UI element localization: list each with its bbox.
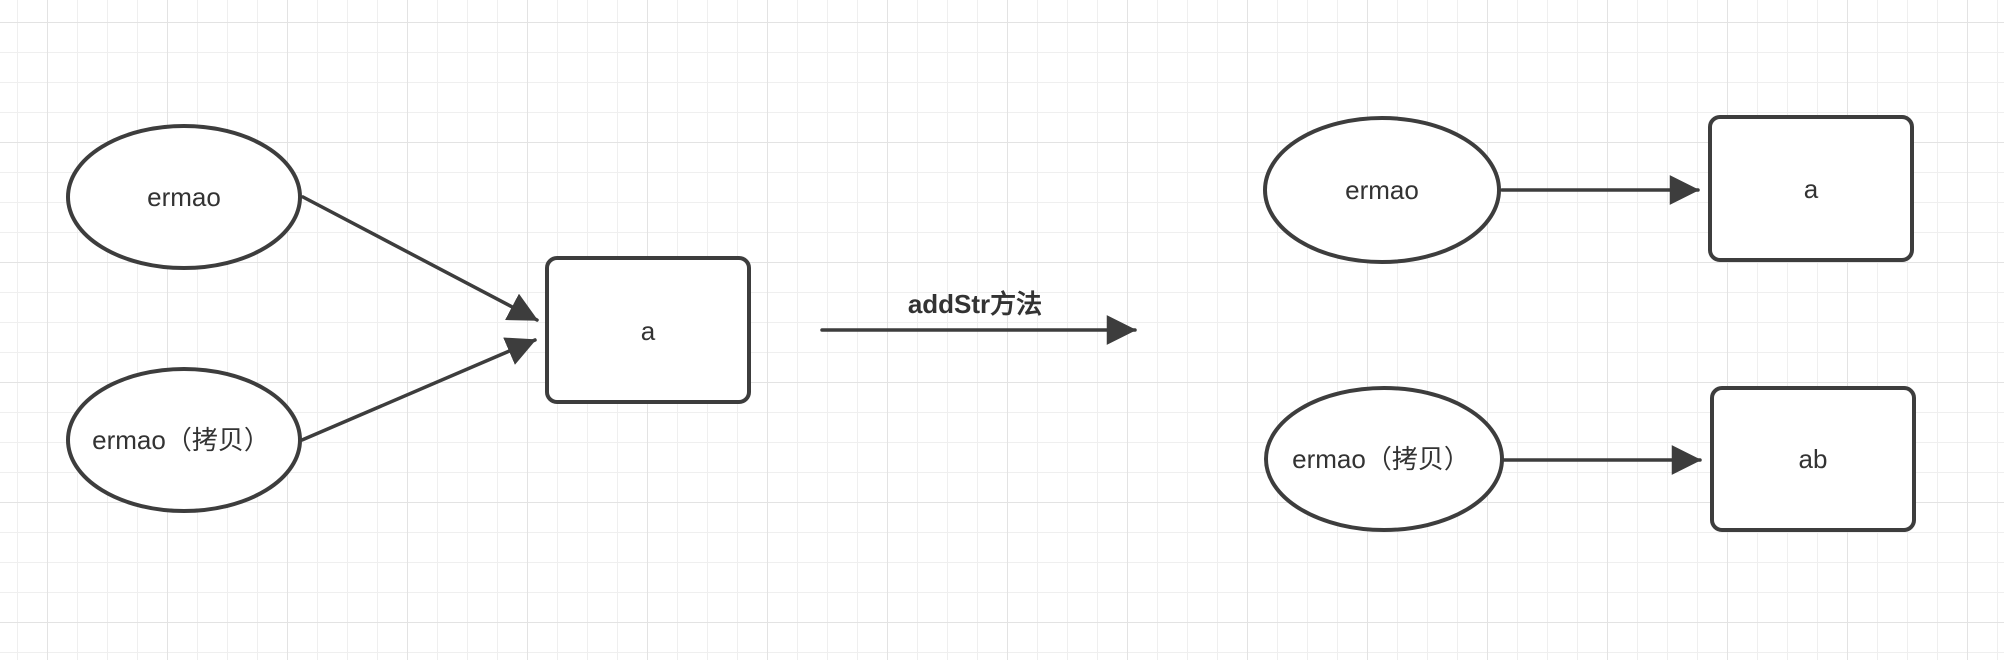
ellipse-ermao-left-label: ermao [147,182,221,212]
edge-ermao-to-a[interactable] [301,195,539,322]
edge-ermao-copy-to-a[interactable] [300,337,537,442]
ellipse-ermao-left[interactable] [66,124,302,270]
rect-a-right-label: a [1804,174,1819,204]
rect-ab-right-label: ab [1799,444,1828,474]
transform-arrow-label: addStr方法 [908,289,1042,319]
rect-a-right[interactable] [1708,115,1914,262]
rect-a-left-label: a [641,316,656,346]
ellipse-ermao-copy-left-label: ermao（拷贝） [92,425,270,455]
ellipse-ermao-right-label: ermao [1345,175,1419,205]
ellipse-ermao-copy-right[interactable] [1264,386,1504,532]
rect-a-left[interactable] [545,256,751,404]
ellipse-ermao-copy-left[interactable] [66,367,302,513]
ellipse-ermao-copy-right-label: ermao（拷贝） [1292,444,1470,474]
ellipse-ermao-right[interactable] [1263,116,1501,264]
rect-ab-right[interactable] [1710,386,1916,532]
